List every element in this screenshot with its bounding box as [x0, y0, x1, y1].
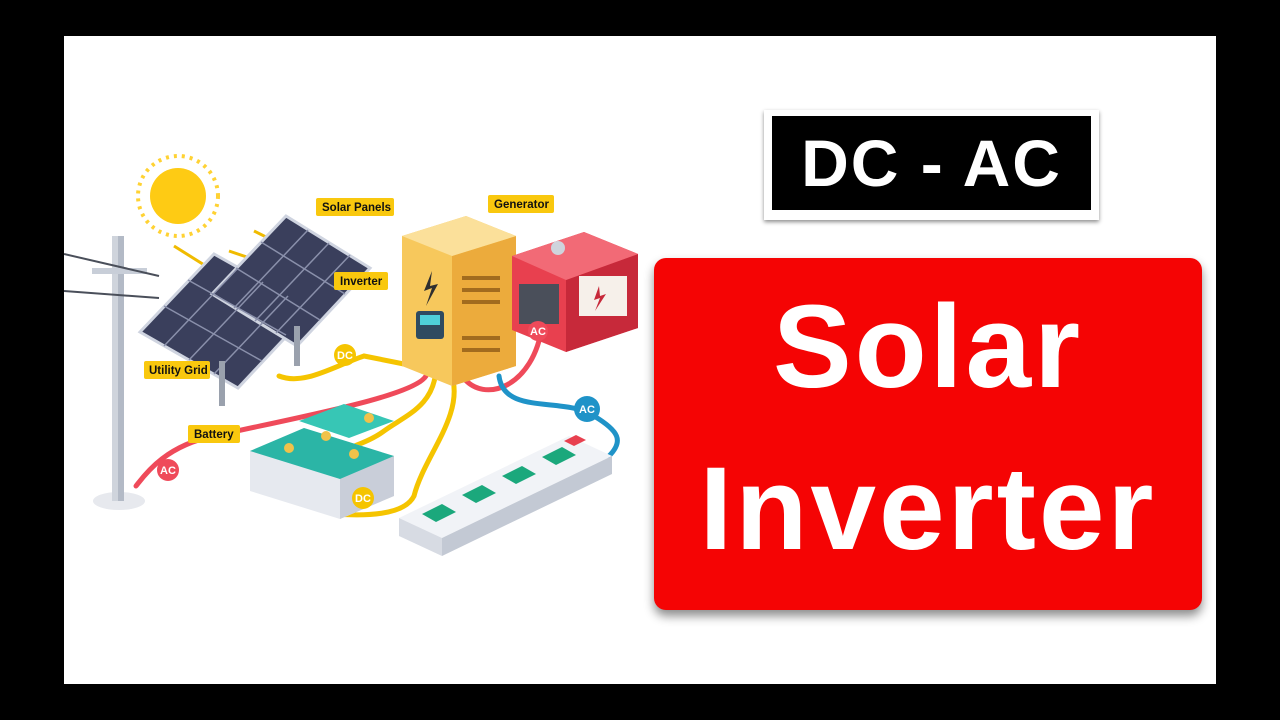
label-inverter: Inverter: [334, 272, 388, 290]
svg-text:Battery: Battery: [194, 429, 234, 441]
label-solar-panels: Solar Panels: [316, 198, 394, 216]
title-banner: Solar Inverter: [654, 258, 1202, 610]
badge-ac-generator: AC: [528, 321, 548, 341]
svg-text:Inverter: Inverter: [340, 276, 383, 288]
solar-system-diagram: Solar Panels Generator Inverter Utility …: [64, 154, 638, 556]
badge-ac-strip: AC: [574, 396, 600, 422]
svg-text:AC: AC: [579, 404, 595, 416]
generator-unit: [512, 232, 638, 352]
sun-icon: [136, 154, 220, 238]
svg-text:AC: AC: [530, 326, 546, 338]
badge-dc-panels: DC: [334, 344, 356, 366]
svg-text:AC: AC: [160, 465, 176, 477]
title-line-2: Inverter: [699, 443, 1157, 575]
svg-text:DC: DC: [337, 350, 353, 362]
inverter-unit: [402, 216, 516, 386]
power-strip: [399, 435, 612, 556]
dc-ac-banner: DC - AC: [764, 110, 1099, 220]
svg-text:DC: DC: [355, 493, 371, 505]
utility-pole: [64, 236, 160, 510]
label-utility-grid: Utility Grid: [144, 361, 210, 379]
badge-dc-battery: DC: [352, 487, 374, 509]
dc-ac-text: DC - AC: [772, 116, 1091, 210]
canvas: Solar Panels Generator Inverter Utility …: [64, 36, 1216, 684]
label-battery: Battery: [188, 425, 240, 443]
label-generator: Generator: [488, 195, 554, 213]
svg-text:Generator: Generator: [494, 199, 549, 211]
solar-panels: [137, 214, 373, 406]
title-line-1: Solar: [772, 281, 1084, 413]
svg-text:Utility Grid: Utility Grid: [149, 365, 208, 377]
svg-text:Solar Panels: Solar Panels: [322, 202, 391, 214]
badge-ac-grid: AC: [157, 459, 179, 481]
